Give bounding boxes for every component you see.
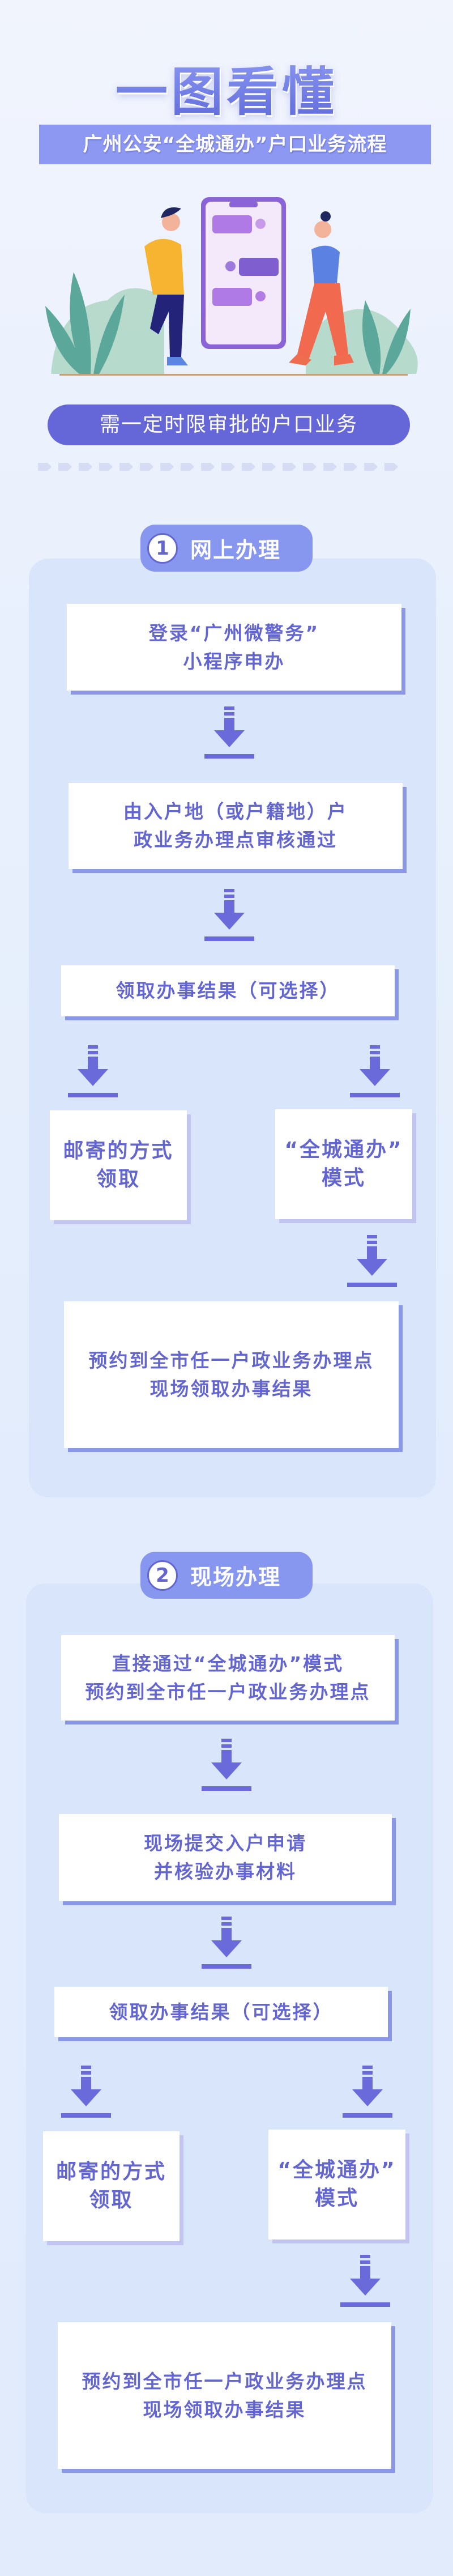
chevron-dash — [119, 463, 133, 471]
chevron-dash — [283, 463, 296, 471]
option-line: 模式 — [314, 2187, 359, 2210]
chevron-dash — [99, 463, 113, 471]
page-subtitle: 广州公安“全城通办”户口业务流程 — [39, 125, 431, 164]
option-citywide: “全城通办” 模式 — [268, 2130, 405, 2239]
section-online-badge: 1 网上办理 — [140, 525, 313, 572]
flow-step: 登录“广州微警务” 小程序申办 — [67, 604, 401, 691]
chevron-dash — [201, 463, 215, 471]
flow-final-step: 预约到全市任一户政业务办理点 现场领取办事结果 — [64, 1301, 399, 1448]
chevron-dash — [262, 463, 276, 471]
page-title: 一图看懂 — [0, 50, 453, 125]
step-number-icon: 1 — [147, 533, 178, 564]
option-line: 模式 — [321, 1166, 366, 1190]
flow-step-choose-result: 领取办事结果（可选择） — [54, 1987, 388, 2037]
option-line: 领取 — [96, 1168, 140, 1191]
down-arrow-icon — [61, 2066, 111, 2120]
option-mail: 邮寄的方式 领取 — [50, 1110, 187, 1220]
chevron-dash — [384, 463, 398, 471]
option-line: 领取 — [89, 2188, 134, 2212]
man-figure-icon — [144, 207, 188, 365]
step-line: 预约到全市任一户政业务办理点 — [85, 1680, 371, 1703]
chevron-dash — [323, 463, 337, 471]
final-line: 预约到全市任一户政业务办理点 — [88, 1349, 374, 1372]
step-line: 登录“广州微警务” — [148, 621, 320, 644]
chevron-dash — [242, 463, 255, 471]
chevron-dash — [160, 463, 174, 471]
final-line: 现场领取办事结果 — [149, 1377, 313, 1400]
step-line: 由入户地（或户籍地）户 — [123, 801, 348, 823]
option-line: 邮寄的方式 — [55, 2160, 166, 2183]
down-arrow-icon — [68, 1045, 118, 1100]
woman-figure-icon — [289, 211, 354, 365]
option-line: “全城通办” — [284, 1138, 403, 1161]
chevron-dash — [303, 463, 317, 471]
chevron-dash — [38, 463, 52, 471]
down-arrow-icon — [343, 2066, 392, 2120]
option-line: “全城通办” — [277, 2158, 396, 2182]
section-title: 现场办理 — [190, 1565, 281, 1590]
down-arrow-icon — [202, 1739, 251, 1793]
down-arrow-icon — [204, 706, 254, 761]
plant-right-icon — [362, 300, 411, 374]
chevron-dash — [79, 463, 92, 471]
step-number-icon: 2 — [147, 1560, 178, 1591]
flow-step: 现场提交入户申请 并核验办事材料 — [59, 1814, 392, 1901]
step-line: 小程序申办 — [183, 650, 285, 672]
dashed-divider — [38, 463, 417, 471]
step-line: 并核验办事材料 — [154, 1860, 297, 1883]
final-line: 现场领取办事结果 — [143, 2398, 306, 2421]
flow-step-choose-result: 领取办事结果（可选择） — [61, 965, 395, 1016]
section-title: 网上办理 — [190, 538, 281, 563]
down-arrow-icon — [350, 1045, 400, 1100]
down-arrow-icon — [204, 889, 254, 943]
chevron-dash — [58, 463, 72, 471]
chevron-dash — [140, 463, 153, 471]
chevron-dash — [364, 463, 378, 471]
down-arrow-icon — [340, 2255, 390, 2309]
down-arrow-icon — [347, 1235, 397, 1289]
step-line: 领取办事结果（可选择） — [109, 2000, 334, 2023]
option-citywide: “全城通办” 模式 — [275, 1109, 412, 1219]
option-mail: 邮寄的方式 领取 — [43, 2131, 180, 2241]
step-line: 直接通过“全城通办”模式 — [112, 1652, 344, 1675]
category-pill: 需一定时限审批的户口业务 — [48, 405, 410, 445]
chevron-dash — [221, 463, 235, 471]
option-line: 邮寄的方式 — [63, 1139, 174, 1163]
flow-step: 直接通过“全城通办”模式 预约到全市任一户政业务办理点 — [61, 1635, 395, 1721]
step-line: 领取办事结果（可选择） — [116, 980, 340, 1002]
final-line: 预约到全市任一户政业务办理点 — [82, 2370, 367, 2392]
step-line: 政业务办理点审核通过 — [134, 829, 337, 851]
flow-step: 由入户地（或户籍地）户 政业务办理点审核通过 — [69, 783, 403, 869]
chevron-dash — [181, 463, 194, 471]
plant-left-icon — [45, 272, 125, 374]
down-arrow-icon — [202, 1917, 251, 1971]
flow-final-step: 预约到全市任一户政业务办理点 现场领取办事结果 — [58, 2322, 391, 2469]
chevron-dash — [344, 463, 357, 471]
section-onsite-badge: 2 现场办理 — [140, 1552, 313, 1599]
step-line: 现场提交入户申请 — [144, 1832, 307, 1854]
illustration-people-with-phone — [45, 197, 418, 376]
